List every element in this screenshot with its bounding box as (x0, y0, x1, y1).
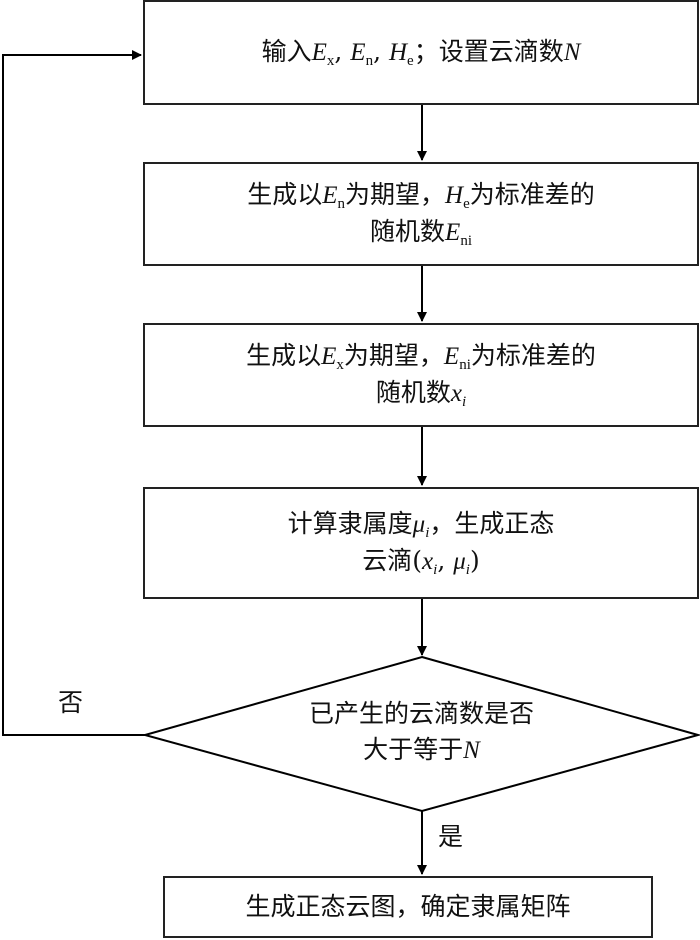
var-H: H (445, 182, 464, 209)
step-calc-mu-line1: 计算隶属度μi，生成正态 (288, 506, 555, 543)
step-input-box: 输入Ex, En, He；设置云滴数N (143, 0, 699, 105)
step-calc-mu-line2: 云滴(xi, μi) (362, 543, 479, 580)
text-segment: 为期望， (343, 341, 444, 370)
text-segment: 计算隶属度 (287, 509, 413, 538)
yes-branch-label: 是 (438, 822, 464, 851)
step-input-text: 输入Ex, En, He；设置云滴数N (262, 34, 581, 71)
var-N: N (463, 737, 480, 764)
text-segment: 为标准差的 (470, 341, 596, 370)
end-box: 生成正态云图，确定隶属矩阵 (163, 876, 653, 938)
step-gen-xi-line1: 生成以Ex为期望，Eni为标准差的 (246, 338, 596, 375)
subscript: e (407, 53, 414, 69)
step-gen-eni-line2: 随机数Eni (370, 214, 472, 251)
text-segment: 输入 (261, 37, 312, 66)
var-E: E (322, 182, 338, 209)
subscript: x (336, 357, 344, 373)
subscript: i (425, 525, 430, 541)
var-E: E (311, 39, 327, 66)
step-calc-mu-box: 计算隶属度μi，生成正态 云滴(xi, μi) (143, 487, 699, 599)
var-E: E (350, 39, 366, 66)
loop-back-no-path (2, 50, 145, 736)
step-gen-xi-box: 生成以Ex为期望，Eni为标准差的 随机数xi (143, 323, 699, 427)
text-segment: , (437, 546, 454, 575)
no-branch-label: 否 (58, 688, 84, 717)
var-E: E (443, 343, 460, 370)
var-mu: μ (412, 511, 426, 538)
decision-line2: 大于等于N (145, 732, 698, 769)
text-segment: 生成以 (246, 341, 322, 370)
decision-text: 已产生的云滴数是否 大于等于N (145, 696, 698, 769)
subscript: i (433, 562, 438, 578)
subscript: ni (459, 357, 471, 373)
var-E: E (445, 219, 461, 246)
end-text: 生成正态云图，确定隶属矩阵 (245, 892, 571, 921)
subscript: x (326, 53, 335, 69)
subscript: i (461, 394, 467, 410)
subscript: i (465, 562, 470, 578)
step-gen-eni-box: 生成以En为期望，He为标准差的 随机数Eni (143, 162, 699, 266)
var-x: x (450, 380, 462, 407)
var-E: E (321, 343, 337, 370)
var-N: N (563, 39, 581, 66)
text-segment: 大于等于 (363, 735, 464, 764)
text-segment: ) (469, 546, 480, 575)
text-segment: ，生成正态 (429, 509, 555, 538)
text-segment: , (334, 37, 351, 66)
text-segment: 为标准差的 (469, 180, 595, 209)
text-segment: 为期望， (345, 180, 446, 209)
subscript: ni (460, 233, 472, 249)
var-H: H (388, 39, 408, 66)
text-segment: ；设置云滴数 (413, 37, 564, 66)
step-gen-eni-line1: 生成以En为期望，He为标准差的 (247, 177, 595, 214)
subscript: n (337, 196, 346, 212)
step-gen-xi-line2: 随机数xi (376, 375, 466, 412)
text-segment: 云滴( (362, 546, 423, 575)
text-segment: 随机数 (370, 217, 446, 246)
text-segment: 生成以 (247, 180, 323, 209)
var-x: x (422, 548, 434, 575)
subscript: n (365, 53, 374, 69)
text-segment: , (373, 37, 389, 66)
text-segment: 随机数 (375, 378, 451, 407)
decision-line1: 已产生的云滴数是否 (308, 699, 534, 728)
subscript: e (463, 196, 470, 212)
var-mu: μ (453, 548, 466, 575)
